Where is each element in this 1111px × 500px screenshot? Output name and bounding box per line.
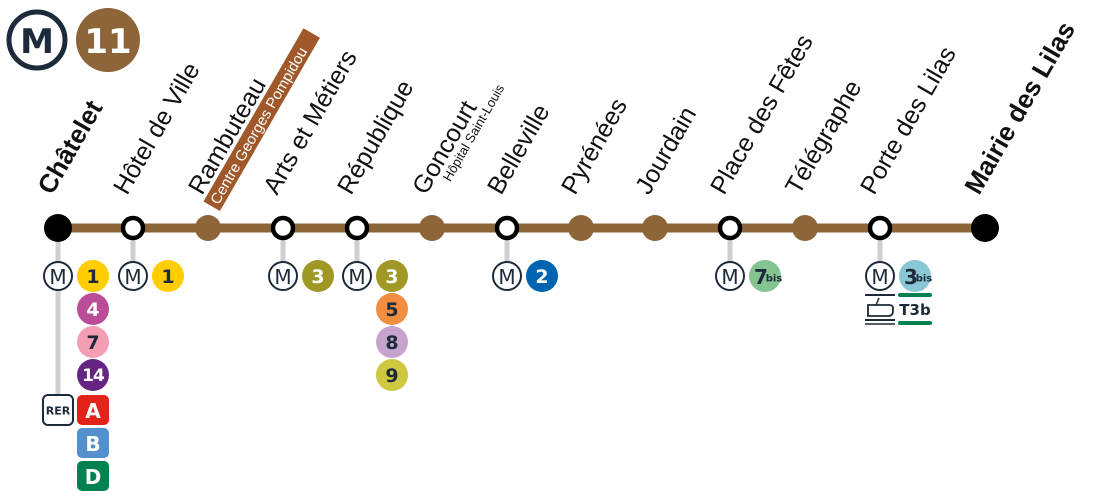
metro-symbol-icon: M <box>492 261 522 291</box>
station-10[interactable]: Télégraphe <box>780 75 867 241</box>
metro-logo-icon <box>6 9 68 71</box>
station-name: Jourdain <box>630 102 702 199</box>
svg-text:2: 2 <box>535 266 548 288</box>
stop-marker <box>792 215 818 241</box>
subtitle-highlight <box>203 28 320 211</box>
metro-symbol-icon: M <box>865 261 895 291</box>
station-7[interactable]: Pyrénées <box>556 94 633 241</box>
metro-symbol-icon: M <box>715 261 745 291</box>
station-name: Belleville <box>482 100 556 199</box>
metro-line-badge-4[interactable]: 4 <box>77 293 109 325</box>
terminus-marker <box>971 214 999 242</box>
line-number: 11 <box>84 22 131 62</box>
station-name: Pyrénées <box>556 94 633 199</box>
svg-text:7: 7 <box>86 332 99 354</box>
metro-line-badge-2[interactable]: 2 <box>526 260 558 292</box>
rer-line-badge-A[interactable]: A <box>77 395 109 425</box>
stop-marker <box>568 215 594 241</box>
tram-line-badge-T3b[interactable]: T3b <box>898 293 932 325</box>
station-8[interactable]: Jourdain <box>630 102 702 241</box>
stop-marker <box>419 215 445 241</box>
metro-line-badge-9[interactable]: 9 <box>376 359 408 391</box>
svg-text:bis: bis <box>916 274 933 285</box>
svg-text:7: 7 <box>754 265 768 289</box>
svg-text:B: B <box>85 432 100 456</box>
metro-line-badge-8[interactable]: 8 <box>376 326 408 358</box>
tram-line-label: T3b <box>899 301 931 319</box>
interchange-marker <box>494 215 520 241</box>
stop-marker <box>642 215 668 241</box>
station-name: Porte des Lilas <box>855 42 962 199</box>
interchange-marker <box>717 215 743 241</box>
svg-text:3: 3 <box>904 265 918 289</box>
interchange-marker <box>344 215 370 241</box>
terminus-marker <box>44 214 72 242</box>
svg-text:M: M <box>871 265 888 289</box>
svg-text:9: 9 <box>385 365 398 387</box>
rer-line-badge-B[interactable]: B <box>77 428 109 458</box>
svg-text:3: 3 <box>311 266 324 288</box>
svg-text:bis: bis <box>766 274 783 285</box>
station-name: Télégraphe <box>780 75 867 199</box>
metro-line-badge-7[interactable]: 7 <box>77 326 109 358</box>
svg-text:M: M <box>721 265 738 289</box>
svg-text:1: 1 <box>161 266 174 288</box>
metro-logo-letter: M <box>20 22 54 62</box>
svg-text:4: 4 <box>86 299 99 321</box>
metro-line-badge-3[interactable]: 3 <box>376 260 408 292</box>
svg-text:5: 5 <box>385 299 398 321</box>
svg-text:M: M <box>49 265 66 289</box>
svg-text:M: M <box>124 265 141 289</box>
metro-line-badge-3[interactable]: 3 <box>302 260 334 292</box>
svg-text:3: 3 <box>385 266 398 288</box>
svg-text:8: 8 <box>385 332 398 354</box>
station-12[interactable]: Mairie des Lilas <box>958 16 1081 242</box>
svg-text:A: A <box>85 399 101 423</box>
metro-line-badge-14[interactable]: 14 <box>77 359 109 391</box>
interchange-marker <box>867 215 893 241</box>
svg-text:M: M <box>274 265 291 289</box>
stop-marker <box>195 215 221 241</box>
svg-text:14: 14 <box>82 366 105 386</box>
svg-text:1: 1 <box>86 266 99 288</box>
metro-line-badge-1[interactable]: 1 <box>152 260 184 292</box>
station-name: République <box>332 75 419 199</box>
metro-symbol-icon: M <box>268 261 298 291</box>
rer-line-badge-D[interactable]: D <box>77 461 109 491</box>
svg-text:D: D <box>85 465 102 489</box>
metro-symbol-icon: M <box>118 261 148 291</box>
metro-symbol-icon: M <box>43 261 73 291</box>
station-name: Mairie des Lilas <box>958 16 1081 199</box>
metro-line-badge-5[interactable]: 5 <box>376 293 408 325</box>
rer-symbol-icon: RER <box>42 394 74 426</box>
line-11-badge <box>76 8 140 72</box>
svg-text:RER: RER <box>46 405 71 418</box>
metro-symbol-icon: M <box>342 261 372 291</box>
header-logo: M 11 <box>6 8 140 72</box>
interchange-marker <box>120 215 146 241</box>
svg-text:M: M <box>498 265 515 289</box>
station-name: Châtelet <box>31 95 108 199</box>
interchange-marker <box>270 215 296 241</box>
svg-text:M: M <box>348 265 365 289</box>
metro-line-badge-1[interactable]: 1 <box>77 260 109 292</box>
tram-icon <box>865 294 895 325</box>
